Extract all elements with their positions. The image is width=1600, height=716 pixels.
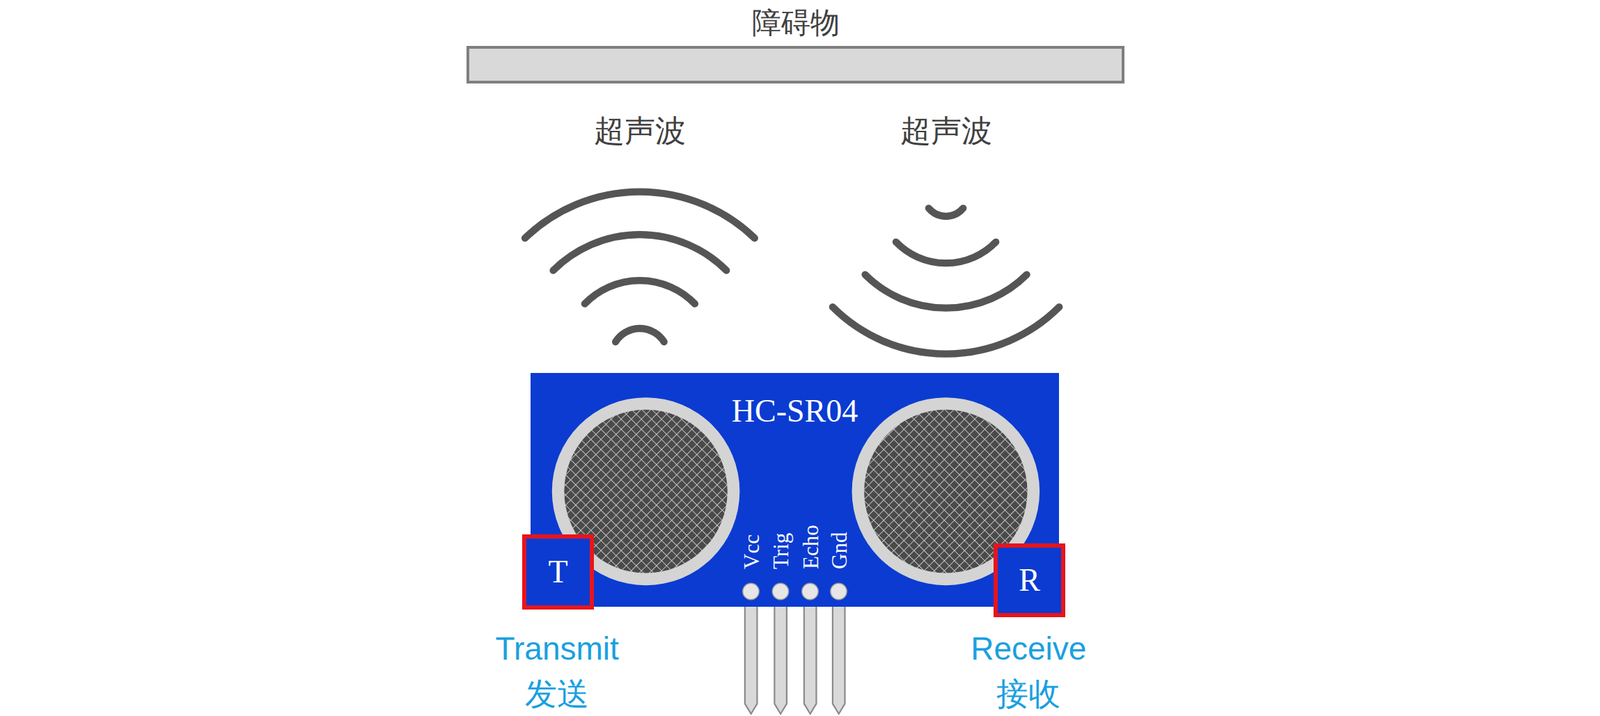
pin-leg	[804, 600, 817, 715]
wave-label: 超声波	[900, 115, 993, 147]
part-label: Transmit	[495, 632, 619, 665]
pin-leg	[744, 600, 758, 715]
echo-wave	[896, 242, 996, 264]
obstacle-label: 障碍物	[751, 8, 840, 38]
echo-wave	[928, 208, 963, 217]
pin-marker: T	[547, 556, 568, 589]
sound-waves	[524, 192, 1060, 355]
part-label: 发送	[524, 678, 590, 711]
header-pins	[744, 600, 846, 715]
pin-leg	[832, 600, 846, 715]
part-label: 接收	[996, 678, 1061, 711]
pin-pad	[802, 583, 819, 600]
pin-name: Vcc	[740, 534, 762, 570]
emitted-wave	[524, 192, 755, 239]
pin-pad	[742, 583, 759, 600]
obstacle-bar: 障碍物	[466, 45, 1125, 84]
echo-wave	[865, 275, 1027, 309]
emitted-wave	[615, 328, 665, 342]
echo-wave	[832, 307, 1060, 354]
pin-pad	[772, 583, 789, 600]
emitted-wave	[553, 234, 727, 271]
wave-label: 超声波	[593, 115, 686, 147]
model-name: HC-SR04	[731, 395, 858, 428]
emitted-wave	[584, 280, 695, 305]
transmitter-marker: T	[522, 534, 594, 610]
pin-name: Gnd	[827, 531, 850, 569]
receiver-marker: R	[993, 543, 1066, 618]
sensor-board: HC-SR04T R	[530, 373, 1060, 608]
pin-pad	[830, 583, 847, 600]
pin-marker: R	[1018, 564, 1041, 597]
pin-name: Trig	[770, 532, 792, 569]
part-label: Receive	[970, 632, 1087, 665]
pin-name: Echo	[799, 524, 821, 570]
pin-leg	[774, 600, 787, 715]
